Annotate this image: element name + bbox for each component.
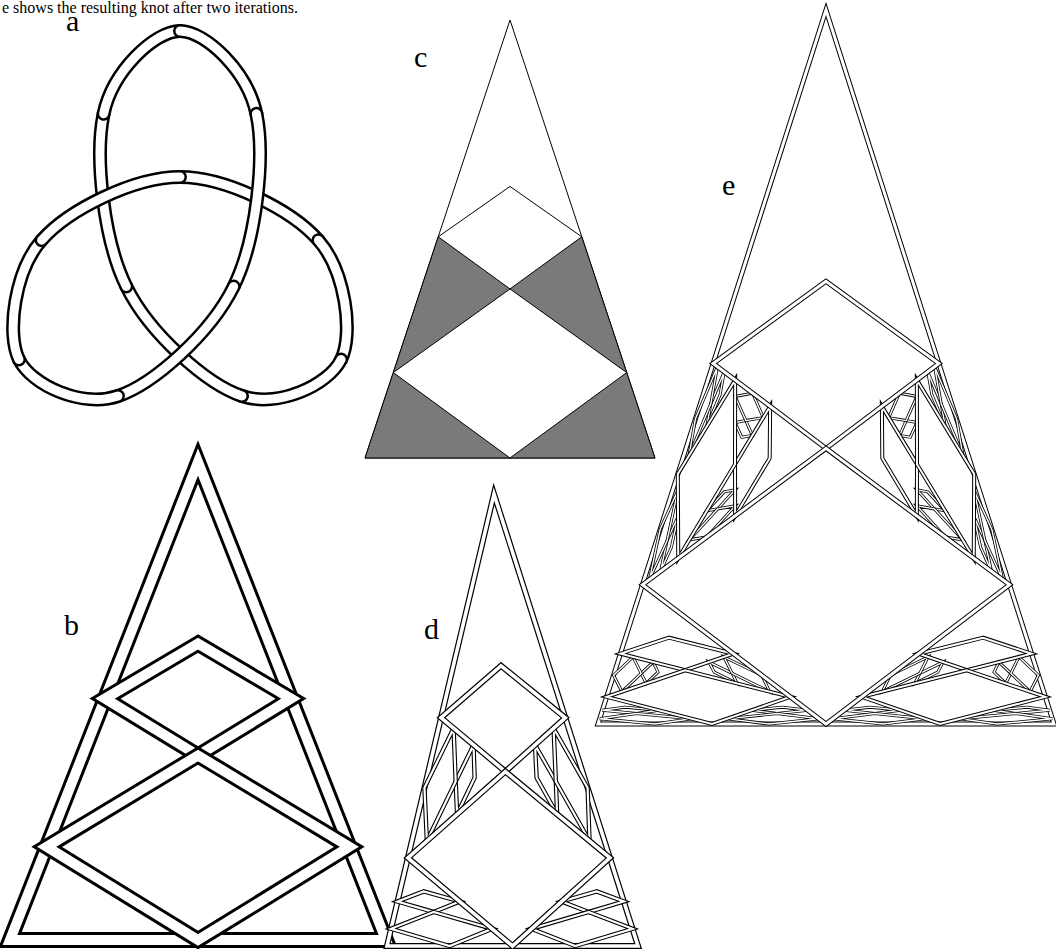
- panel-letter: b: [64, 610, 79, 640]
- band-edge: [104, 31, 180, 114]
- strand-fill: [735, 421, 752, 438]
- strand-edge: [47, 755, 350, 940]
- strand-edge: [917, 380, 974, 558]
- strand-fill: [689, 367, 717, 456]
- strand-fill: [105, 644, 291, 756]
- band-fill: [104, 31, 180, 114]
- strand-edge: [713, 281, 939, 448]
- strand-edge: [105, 644, 291, 756]
- band-edge: [242, 360, 341, 400]
- strand-fill: [47, 755, 350, 940]
- strand-fill: [713, 281, 939, 448]
- band-fill: [118, 287, 234, 397]
- panel-letter: e: [722, 170, 735, 200]
- strand-edge: [408, 772, 610, 946]
- band-fill: [242, 360, 341, 400]
- strand-edge: [642, 448, 1009, 724]
- band-edge: [180, 31, 256, 114]
- band-fill: [13, 240, 41, 359]
- band-fill: [180, 31, 256, 114]
- strand-fill: [882, 406, 917, 516]
- strand-edge: [735, 406, 770, 516]
- band-edge: [234, 114, 260, 287]
- band-fill: [234, 114, 260, 287]
- white-diamond: [438, 186, 582, 288]
- band-edge: [42, 177, 180, 240]
- strand-fill: [598, 10, 1054, 724]
- strand-fill: [900, 421, 917, 438]
- strand-fill: [642, 448, 1009, 724]
- band-fill: [318, 240, 346, 359]
- band-edge: [118, 287, 234, 397]
- interlaced-triangle: [10, 462, 386, 940]
- strand-fill: [917, 380, 974, 558]
- strand-fill: [441, 666, 565, 772]
- strand-edge: [424, 728, 455, 841]
- strand-fill: [735, 406, 770, 516]
- band-edge: [19, 360, 118, 400]
- strand-edge: [598, 10, 1054, 724]
- strand-fill: [424, 728, 455, 841]
- strand-fill: [678, 380, 735, 558]
- panel-letter: d: [424, 614, 439, 644]
- two-iteration-knot: [598, 10, 1054, 724]
- strand-edge: [882, 406, 917, 516]
- strand-fill: [408, 772, 610, 946]
- strand-fill: [10, 462, 386, 940]
- band-edge: [13, 240, 41, 359]
- strand-edge: [678, 380, 735, 558]
- knot-drawing: [13, 31, 347, 399]
- triangle-outline: [365, 20, 655, 458]
- band-fill: [19, 360, 118, 400]
- caption-fragment: e shows the resulting knot after two ite…: [2, 0, 298, 16]
- white-diamond: [393, 289, 626, 458]
- panel-letter: c: [414, 42, 427, 72]
- panel-letter: a: [66, 6, 79, 36]
- strand-edge: [441, 666, 565, 772]
- strand-edge: [10, 462, 386, 940]
- strand-fill: [935, 367, 963, 456]
- strand-edge: [735, 421, 752, 438]
- band-fill: [42, 177, 180, 240]
- band-edge: [318, 240, 346, 359]
- shaded-triangle: [365, 20, 655, 458]
- strand-edge: [900, 421, 917, 438]
- strand-edge: [689, 367, 717, 456]
- strand-edge: [935, 367, 963, 456]
